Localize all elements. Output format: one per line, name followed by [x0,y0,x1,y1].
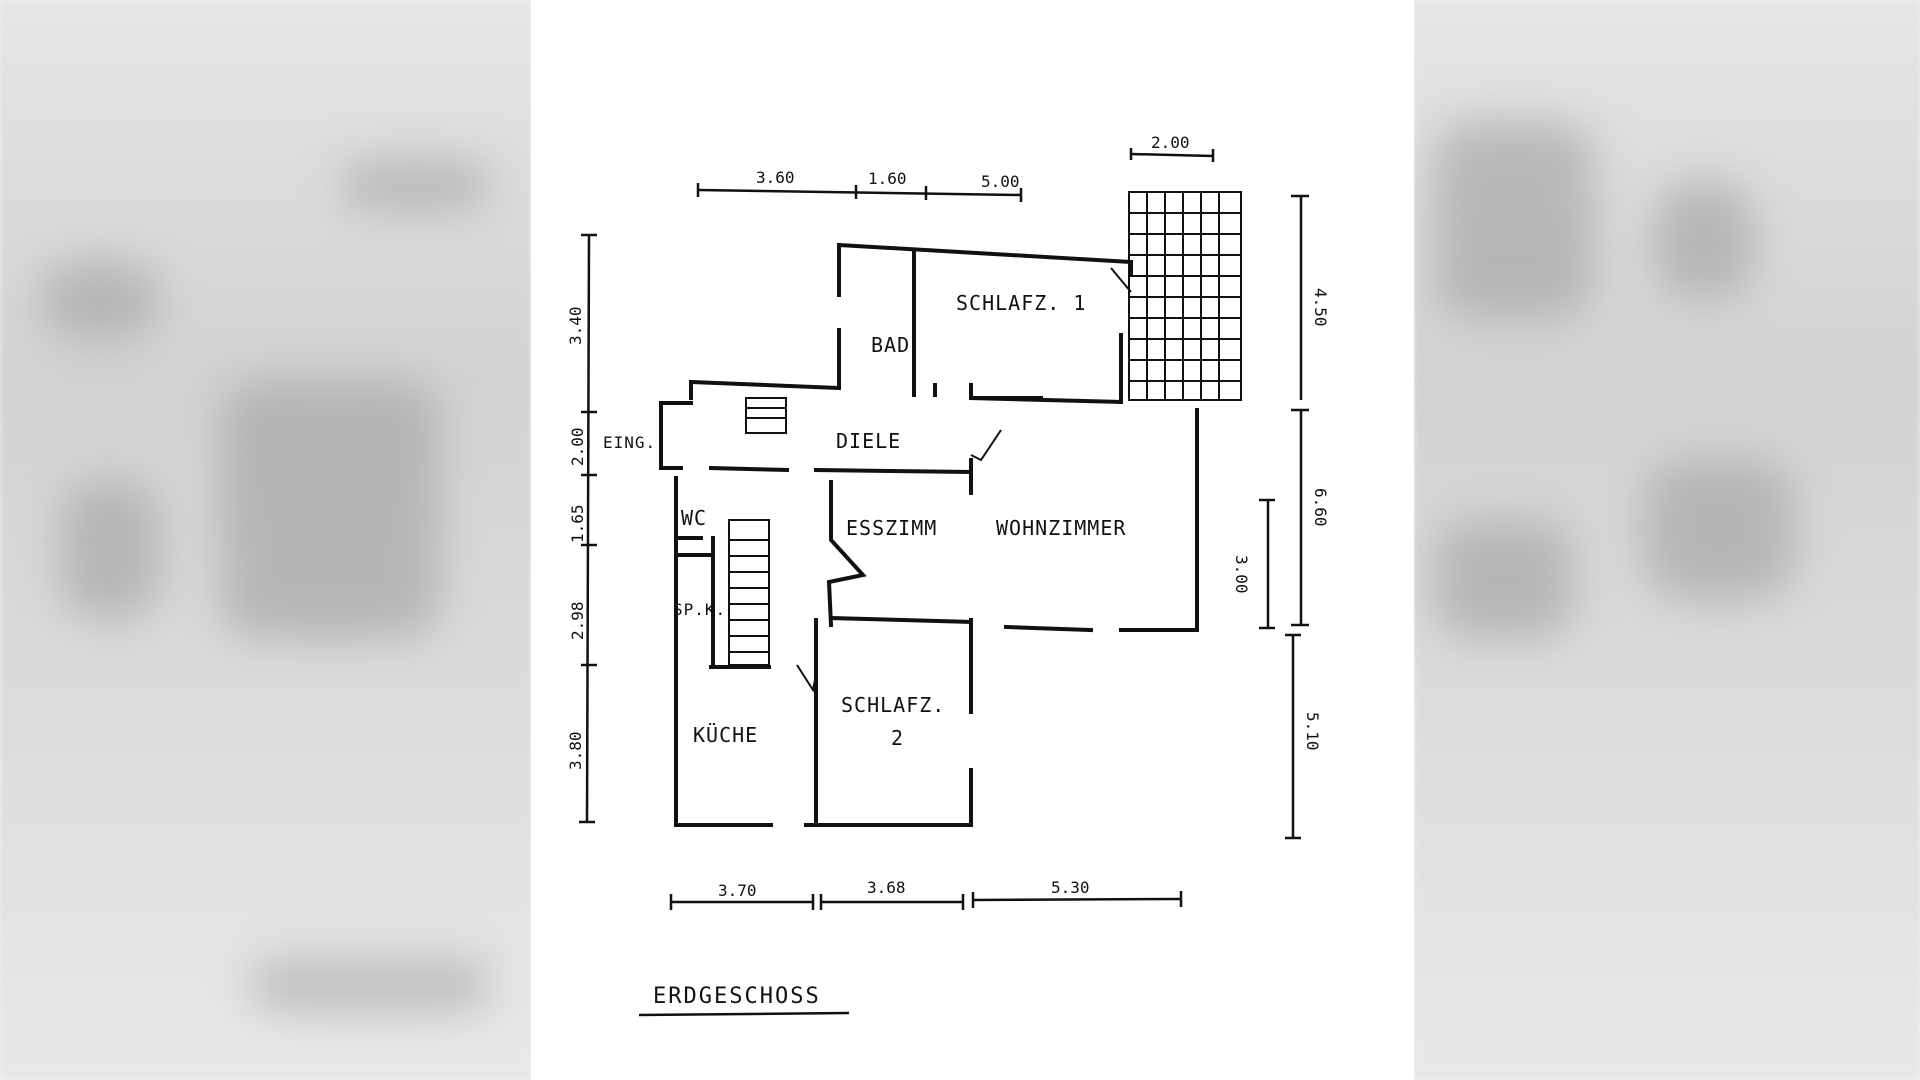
room-label-kueche: KÜCHE [693,723,758,747]
blur-shape [220,380,440,640]
room-label-schlafz2-number: 2 [891,726,904,750]
door-swing [970,429,1002,462]
dimension-lines-bottom: 3.70 3.68 5.30 [669,878,1183,910]
blur-shape [1434,520,1574,640]
blur-shape [1644,460,1794,600]
main-staircase [728,519,770,666]
blur-shape [40,260,160,340]
blur-shape [340,160,490,210]
room-label-bad: BAD [871,333,910,357]
terrace-grid-lines [1129,192,1241,400]
dim-left-2: 2.00 [568,427,587,466]
floorplan-drawing: 3.60 1.60 5.00 2.00 3.40 2.00 1.65 2.98 … [566,133,1330,1017]
dim-left-1: 3.40 [566,306,585,345]
dim-top-3: 5.00 [981,172,1020,191]
dim-bottom-2: 3.68 [867,878,906,897]
room-label-wc: WC [681,506,707,530]
dim-top-4: 2.00 [1151,133,1190,152]
dim-inner: 3.00 [1232,555,1251,594]
dim-left-4: 2.98 [568,601,587,640]
plan-title: ERDGESCHOSS [638,984,850,1017]
blur-shape [1654,180,1754,300]
dim-bottom-3: 5.30 [1051,878,1090,897]
blurred-background-left [0,0,531,1080]
floorplan-paper: 3.60 1.60 5.00 2.00 3.40 2.00 1.65 2.98 … [531,0,1414,1080]
floor-title: ERDGESCHOSS [653,984,821,1009]
blur-shape [60,480,160,620]
diele-stair [745,397,787,434]
room-label-schlafz1: SCHLAFZ. 1 [956,291,1086,315]
dim-top-2: 1.60 [868,169,907,188]
blur-shape [250,960,490,1010]
door-swing [796,664,817,693]
dimension-lines-top: 3.60 1.60 5.00 2.00 [696,133,1215,202]
dim-left-3: 1.65 [568,504,587,543]
dim-left-5: 3.80 [566,731,585,770]
dimension-lines-left: 3.40 2.00 1.65 2.98 3.80 [566,233,597,824]
door-swing [1110,267,1132,293]
blurred-background-right [1414,0,1920,1080]
walls [659,191,1242,827]
room-label-diele: DIELE [836,429,901,453]
dim-top-1: 3.60 [756,168,795,187]
room-label-schlafz2: SCHLAFZ. [841,693,945,717]
room-labels: SCHLAFZ. 1 BAD EING. DIELE WC SP.K. ESSZ… [603,291,1126,750]
dim-right-2: 6.60 [1311,488,1330,527]
room-label-eing: EING. [603,433,656,452]
dim-right-1: 4.50 [1311,288,1330,327]
dim-right-3: 5.10 [1303,712,1322,751]
dim-bottom-1: 3.70 [718,881,757,900]
dimension-lines-right: 4.50 6.60 5.10 3.00 [1232,194,1330,840]
room-label-esszimm: ESSZIMM [846,516,937,540]
room-label-wohnzimmer: WOHNZIMMER [996,516,1126,540]
blur-shape [1434,120,1594,320]
room-label-spk: SP.K. [673,600,726,619]
